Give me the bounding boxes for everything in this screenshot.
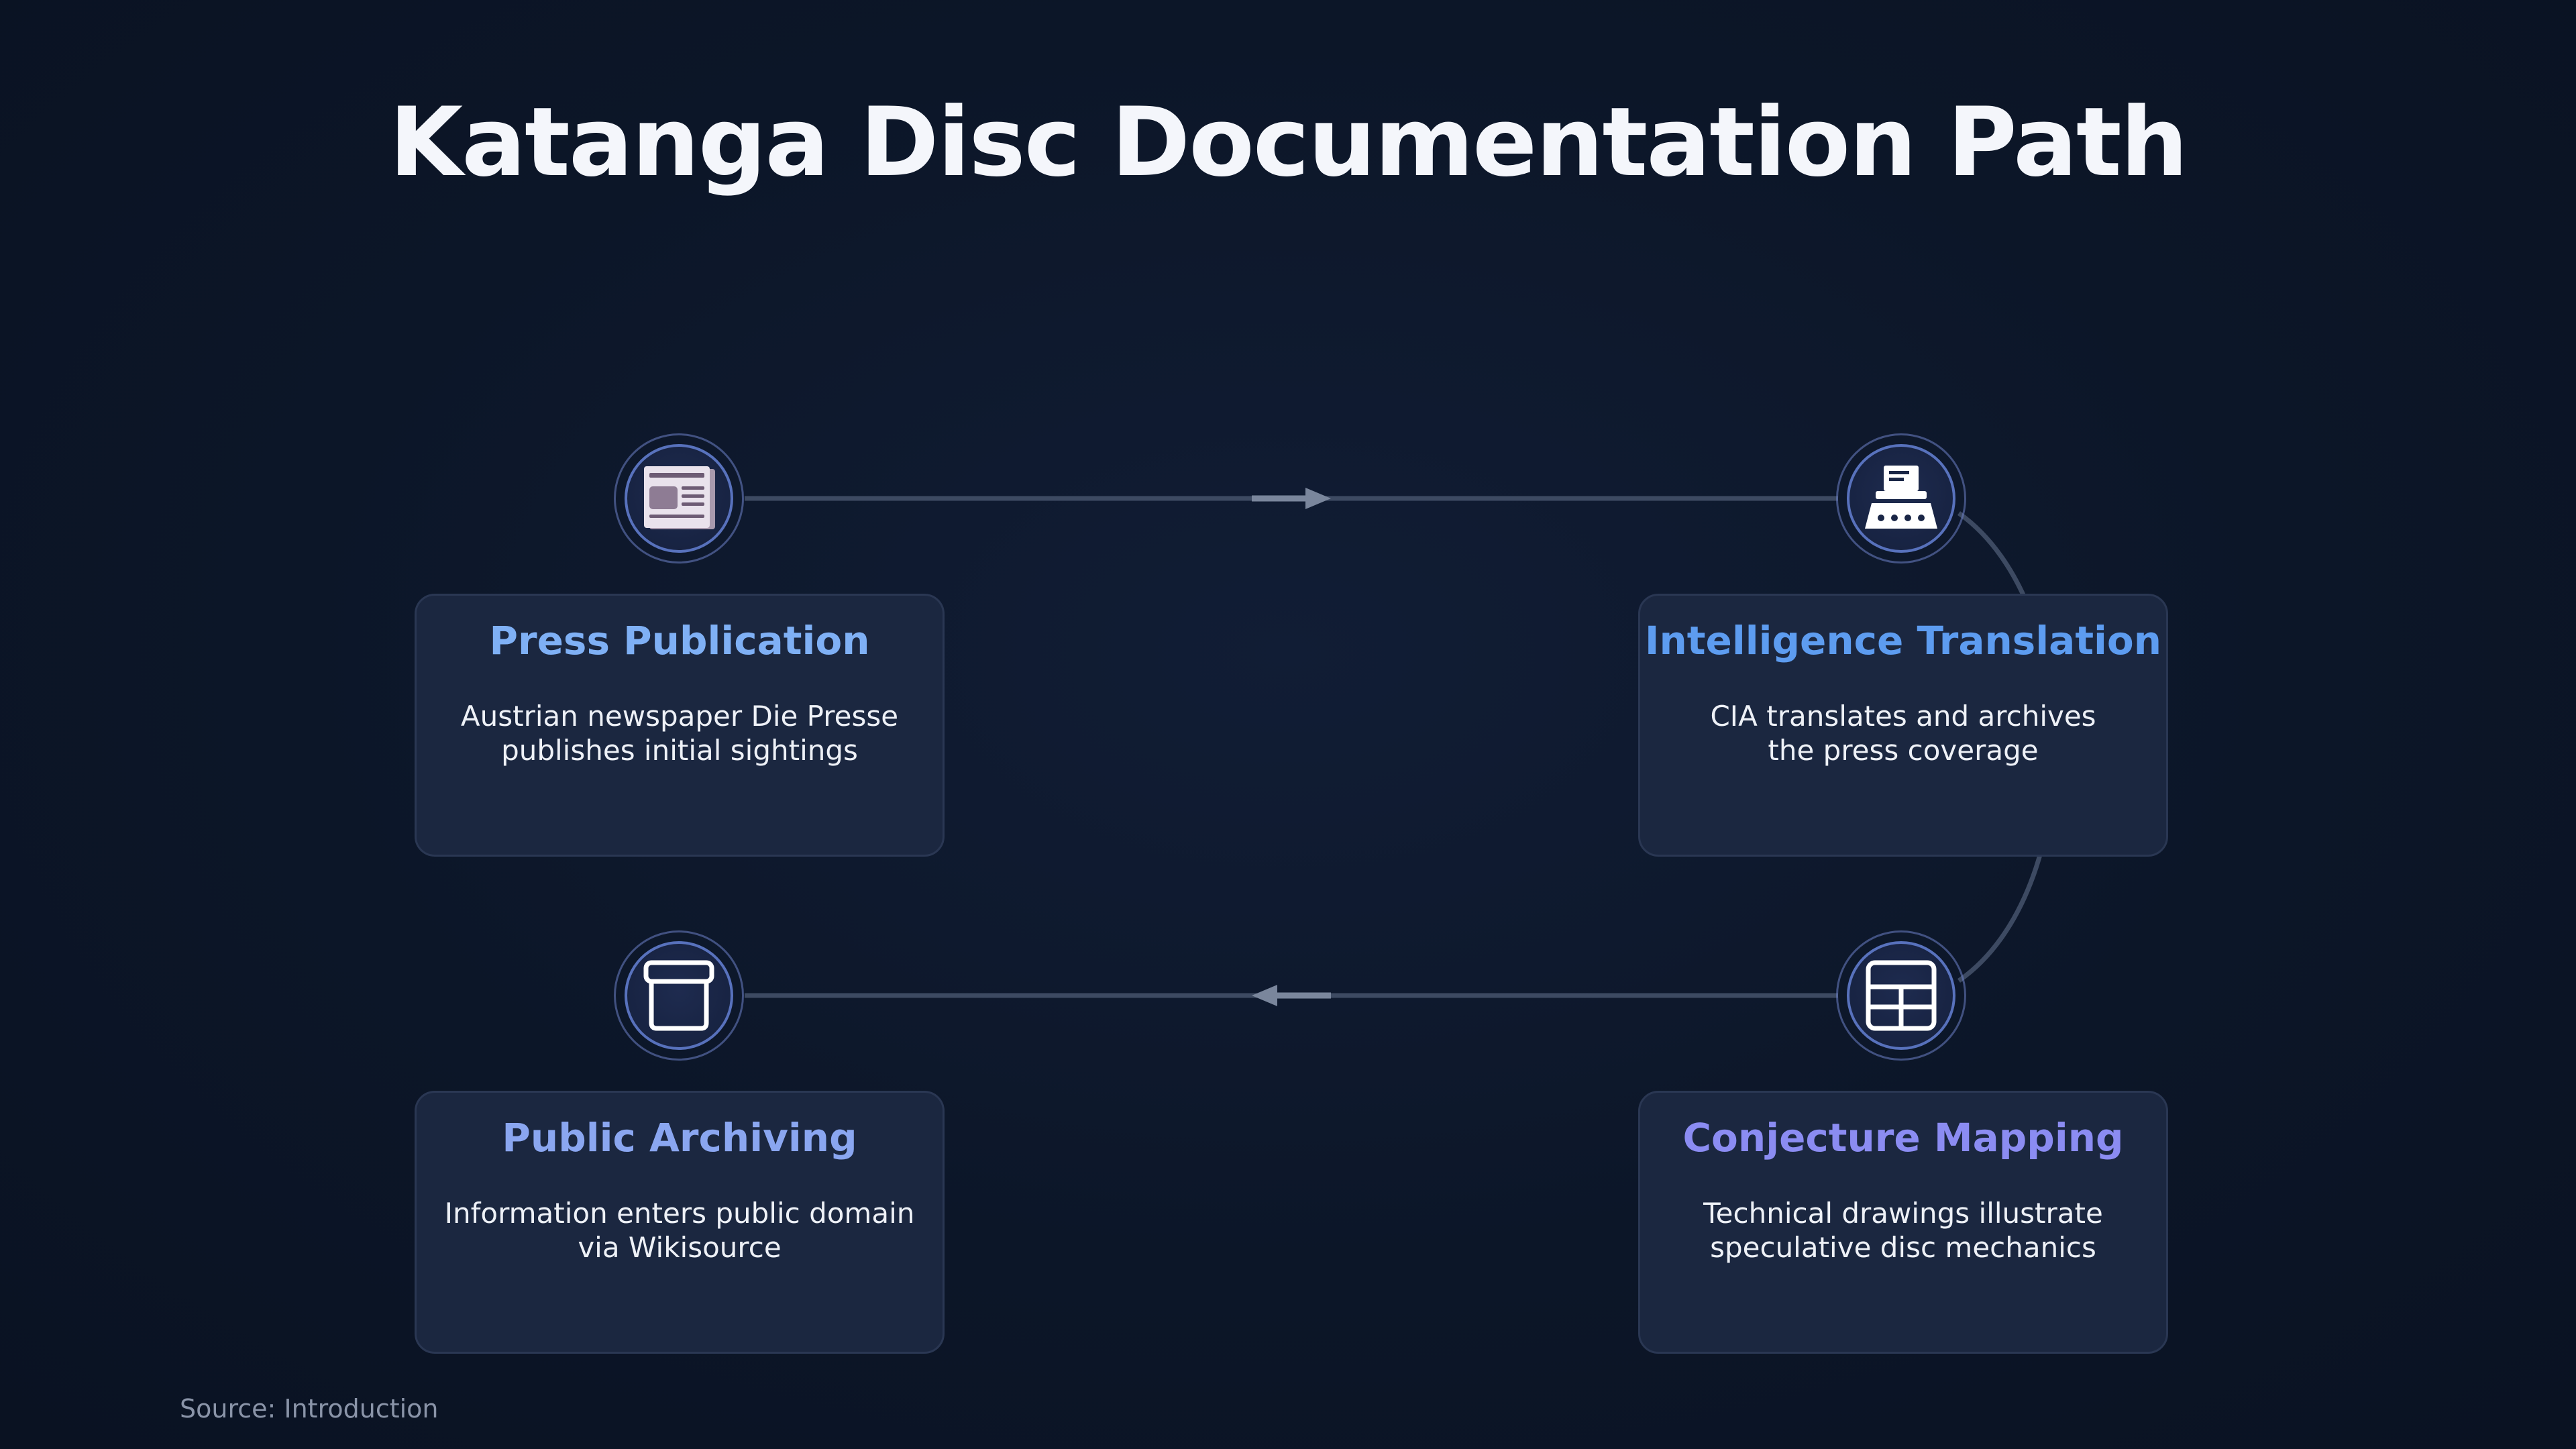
newspaper-icon — [644, 466, 715, 529]
step-3-icon-badge — [1847, 941, 1955, 1050]
step-1-icon-badge — [625, 444, 733, 553]
archive-box-icon — [643, 960, 714, 1031]
step-3-icon-ring — [1836, 930, 1966, 1061]
step-1-icon-ring — [614, 433, 744, 564]
step-card-public-archiving: Public Archiving Information enters publ… — [415, 1091, 945, 1354]
grid-icon — [1866, 960, 1937, 1031]
step-card-conjecture-mapping: Conjecture Mapping Technical drawings il… — [1638, 1091, 2168, 1354]
step-card-press-publication: Press Publication Austrian newspaper Die… — [415, 594, 945, 857]
diagram-title: Katanga Disc Documentation Path — [389, 87, 2188, 198]
step-2-title: Intelligence Translation — [1644, 618, 2162, 663]
arrow-left — [1252, 985, 1331, 1006]
typewriter-icon — [1865, 466, 1937, 529]
step-4-icon-ring — [614, 930, 744, 1061]
step-2-description: CIA translates and archives the press co… — [1710, 700, 2096, 767]
arrow-right — [1252, 488, 1331, 509]
step-card-intelligence-translation: Intelligence Translation CIA translates … — [1638, 594, 2168, 857]
step-3-title: Conjecture Mapping — [1682, 1115, 2124, 1161]
step-1-title: Press Publication — [489, 618, 870, 663]
source-note: Source: Introduction — [180, 1394, 439, 1424]
step-3-description: Technical drawings illustrate speculativ… — [1703, 1197, 2103, 1264]
step-2-icon-ring — [1836, 433, 1966, 564]
step-2-icon-badge — [1847, 444, 1955, 553]
step-4-title: Public Archiving — [502, 1115, 857, 1161]
step-4-icon-badge — [625, 941, 733, 1050]
step-1-description: Austrian newspaper Die Presse publishes … — [460, 700, 899, 767]
step-4-description: Information enters public domain via Wik… — [444, 1197, 915, 1264]
